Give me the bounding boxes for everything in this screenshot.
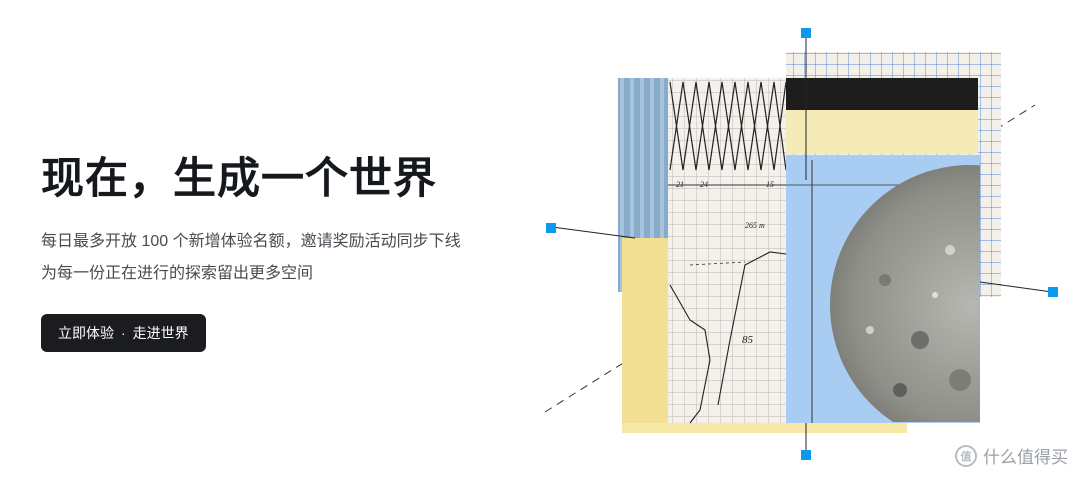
cta-label-right: 走进世界 xyxy=(132,325,189,341)
connector-left xyxy=(551,226,636,239)
watermark: 值 什么值得买 xyxy=(955,443,1068,468)
cta-button[interactable]: 立即体验 · 走进世界 xyxy=(41,314,206,352)
graph-curve-1 xyxy=(669,284,711,424)
graph-label-a: 265 m xyxy=(745,221,765,230)
collage-svg: 21 24 15 265 m 85 xyxy=(544,28,1058,460)
graph-label-b: 85 xyxy=(742,334,754,346)
tick-15: 15 xyxy=(766,180,774,189)
handle-bottom[interactable] xyxy=(801,450,811,460)
panel-yellow-strip xyxy=(622,238,672,423)
handle-right[interactable] xyxy=(1048,287,1058,297)
panel-black-strip xyxy=(786,78,978,110)
hero-collage: 21 24 15 265 m 85 xyxy=(540,20,1080,478)
handle-left[interactable] xyxy=(546,223,556,233)
hero-subtitle-line1: 每日最多开放 100 个新增体验名额，邀请奖励活动同步下线 xyxy=(41,233,461,250)
panel-cream-strip xyxy=(786,110,978,154)
hero-left: 现在，生成一个世界 每日最多开放 100 个新增体验名额，邀请奖励活动同步下线 … xyxy=(41,150,541,352)
connector-right xyxy=(979,281,1053,293)
tick-21: 21 xyxy=(676,180,684,189)
hero-subtitle: 每日最多开放 100 个新增体验名额，邀请奖励活动同步下线 为每一份正在进行的探… xyxy=(41,226,541,290)
hero-title: 现在，生成一个世界 xyxy=(41,156,437,203)
watermark-text: 什么值得买 xyxy=(983,448,1068,467)
cta-label-left: 立即体验 xyxy=(58,325,114,341)
tick-24: 24 xyxy=(700,180,708,189)
cta-separator: · xyxy=(121,325,126,341)
hero-subtitle-line2: 为每一份正在进行的探索留出更多空间 xyxy=(41,265,314,282)
zigzag-line-2 xyxy=(669,81,787,171)
moon-surface xyxy=(830,165,980,422)
graph-curve-2 xyxy=(717,251,787,406)
watermark-logo-icon: 值 xyxy=(955,444,977,467)
handle-top[interactable] xyxy=(801,28,811,38)
